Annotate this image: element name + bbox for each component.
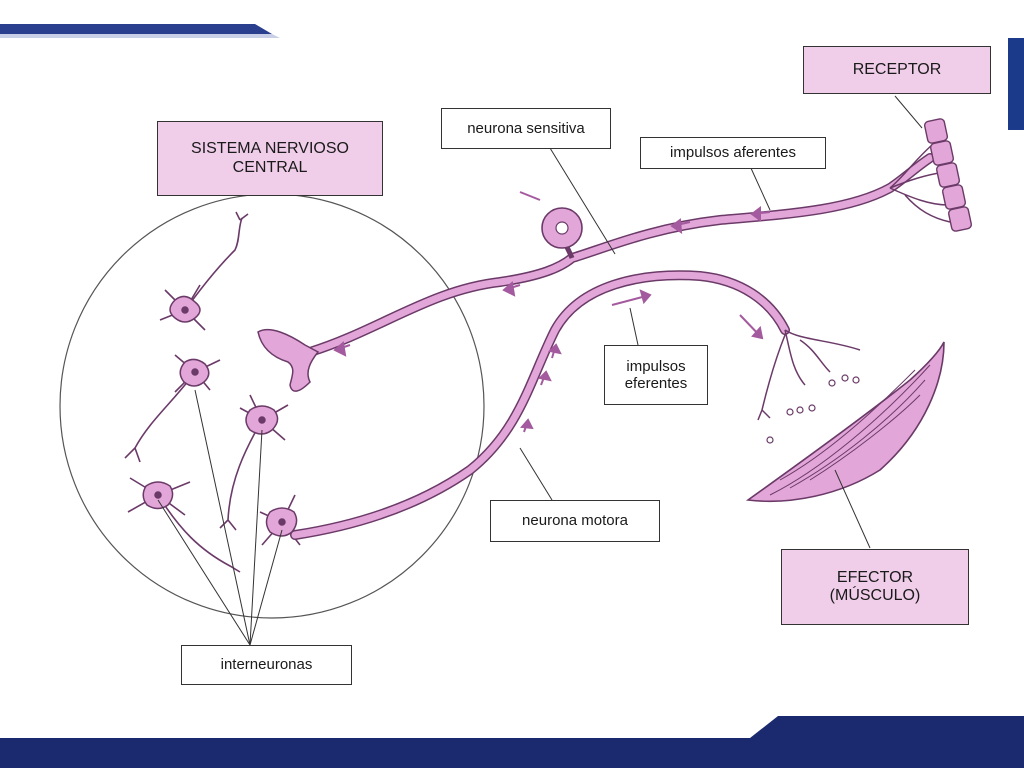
neurona-sensitiva-label: neurona sensitiva	[441, 108, 611, 149]
header-accent-bar	[0, 24, 272, 34]
header-accent-fade	[0, 34, 280, 38]
receptor-cells	[923, 118, 973, 232]
right-edge-tab	[1008, 38, 1024, 130]
interneuronas-label: interneuronas	[181, 645, 352, 685]
sistema-nervioso-label: SISTEMA NERVIOSO CENTRAL	[157, 121, 383, 196]
neurona-motora-label: neurona motora	[490, 500, 660, 542]
impulse-arrows	[333, 191, 771, 433]
interneurons	[124, 211, 301, 573]
receptor-label: RECEPTOR	[803, 46, 991, 94]
cns-circle	[59, 193, 485, 619]
sensory-terminal	[257, 328, 320, 392]
impulsos-eferentes-label: impulsos eferentes	[604, 345, 708, 405]
impulsos-aferentes-label: impulsos aferentes	[640, 137, 826, 169]
leader-lines	[157, 95, 923, 646]
efector-label: EFECTOR (MÚSCULO)	[781, 549, 969, 625]
muscle-effector	[745, 341, 945, 503]
footer-band	[0, 716, 1024, 768]
sensory-neuron	[257, 144, 951, 392]
motor-neuron	[290, 270, 861, 540]
